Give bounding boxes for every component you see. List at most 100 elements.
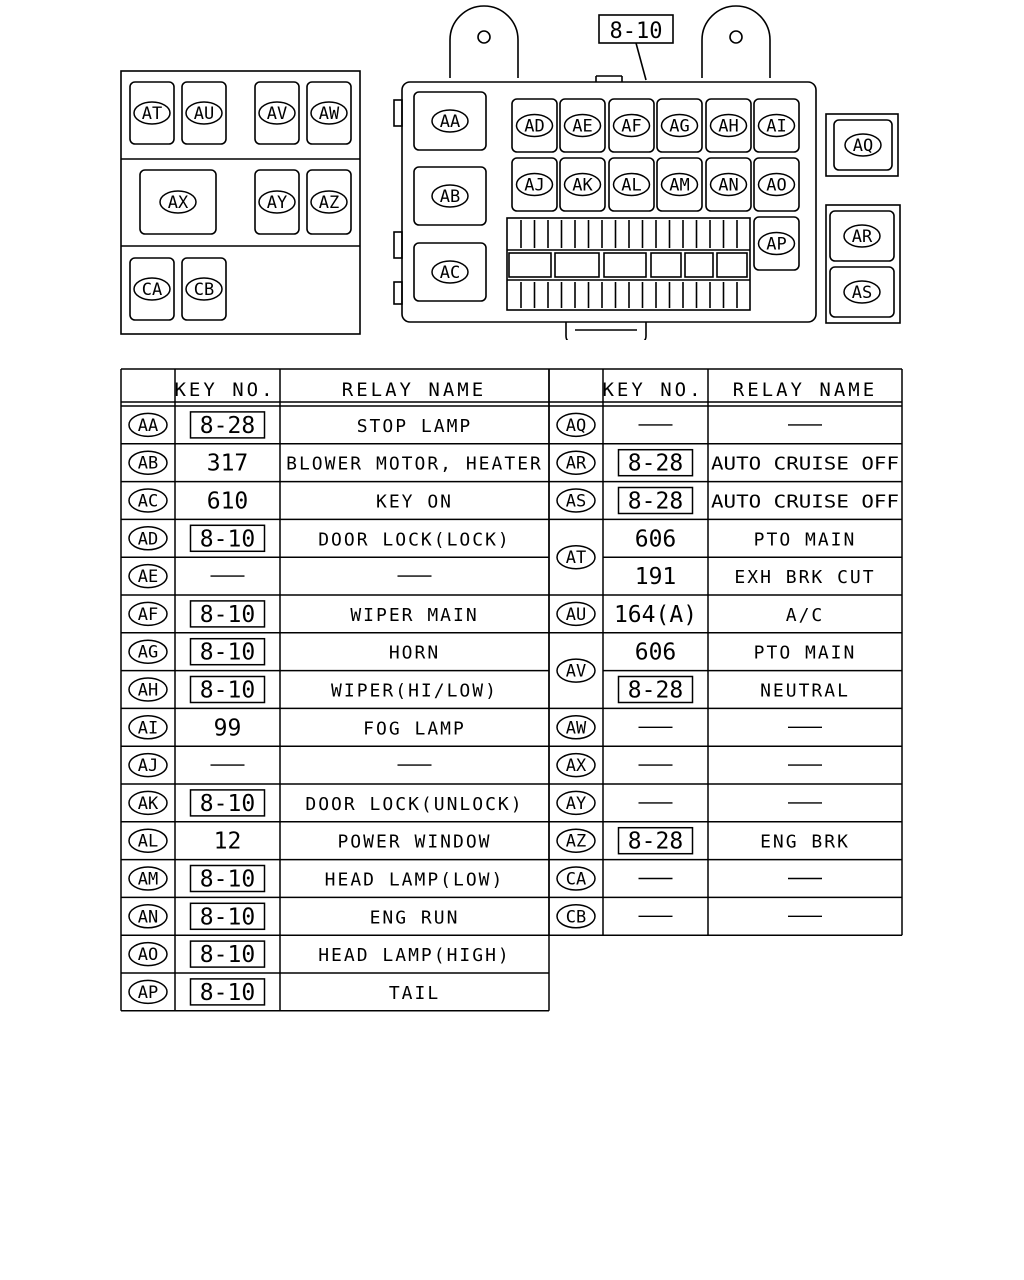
relay-module-label: AE	[572, 117, 592, 137]
key-no: 8-10	[200, 980, 255, 1006]
relay-code-badge	[556, 488, 596, 513]
relay-module-ay: AY	[254, 169, 300, 235]
relay-name: HORN	[389, 643, 440, 664]
key-no: 8-10	[200, 640, 255, 666]
relay-code-badge	[128, 904, 168, 929]
relay-code-badge	[128, 866, 168, 891]
relay-name: WIPER MAIN	[350, 605, 478, 626]
relay-module-label: AR	[852, 227, 873, 247]
relay-module-label: AQ	[853, 136, 873, 156]
relay-code-badge	[128, 941, 168, 967]
relay-code: AB	[138, 454, 158, 474]
relay-module-ag: AG	[656, 98, 703, 153]
relay-name: POWER WINDOW	[337, 832, 491, 853]
table-row-af: AF 8-10 WIPER MAIN	[128, 600, 478, 628]
left-relay-box	[120, 70, 361, 335]
relay-module-label: AW	[319, 104, 340, 124]
relay-module-label: AT	[142, 104, 162, 124]
relay-module-label: AC	[440, 263, 460, 283]
relay-module-label: AM	[669, 176, 689, 196]
relay-module-as: AS	[829, 266, 895, 318]
relay-module-label: CA	[142, 280, 162, 300]
relay-module-label: AX	[168, 193, 189, 213]
relay-code: AP	[138, 983, 158, 1003]
relay-code: AU	[566, 605, 586, 625]
relay-code-badge	[128, 790, 168, 816]
key-no-box	[189, 940, 266, 968]
key-no-box	[189, 600, 266, 628]
relay-code: AH	[138, 681, 158, 701]
relay-code: AK	[138, 794, 159, 814]
key-no: 606	[635, 526, 677, 552]
relay-code: AO	[138, 945, 158, 965]
relay-name: NEUTRAL	[760, 681, 850, 702]
key-no-box	[189, 978, 266, 1006]
relay-code-badge	[128, 450, 168, 475]
relay-name: DOOR LOCK(LOCK)	[318, 529, 511, 550]
key-no: 8-10	[200, 904, 255, 930]
key-no-box	[189, 789, 266, 817]
key-no: 8-10	[200, 678, 255, 704]
relay-module-cb: CB	[181, 257, 227, 321]
relay-code-badge	[128, 526, 168, 551]
key-no: 164(A)	[614, 602, 697, 628]
relay-code: AA	[138, 416, 158, 436]
relay-code: AQ	[566, 416, 586, 436]
mount-ear-right	[701, 5, 771, 78]
relay-code: AM	[138, 870, 158, 890]
key-no: 12	[214, 829, 242, 855]
relay-module-ad: AD	[511, 98, 558, 153]
relay-code: CB	[566, 907, 586, 927]
table-row-aq: AQ	[556, 412, 822, 438]
key-no-box	[617, 448, 694, 477]
relay-code-badge	[128, 412, 168, 438]
right-header-key-no: KEY NO.	[602, 379, 703, 401]
relay-module-label: AL	[621, 176, 641, 196]
relay-code-badge	[556, 601, 596, 627]
relay-module-ax: AX	[139, 169, 217, 235]
relay-code: AW	[566, 718, 587, 738]
relay-code-badge	[556, 544, 596, 570]
relay-module-aw: AW	[306, 81, 352, 145]
relay-module-ac: AC	[413, 242, 487, 302]
relay-name: FOG LAMP	[363, 718, 466, 739]
key-no-box	[189, 902, 266, 931]
relay-code-badge	[128, 601, 168, 627]
relay-name: KEY ON	[376, 492, 453, 513]
relay-name: AUTO CRUISE OFF	[711, 492, 899, 513]
relay-module-label: AI	[766, 117, 786, 137]
key-no-box	[189, 411, 266, 439]
relay-code-badge	[556, 715, 596, 740]
relay-module-label: AH	[718, 117, 738, 137]
relay-code-badge	[556, 828, 596, 853]
relay-module-aq: AQ	[833, 119, 893, 171]
key-no: 8-10	[200, 602, 255, 628]
key-no-box	[189, 637, 266, 666]
relay-name: HEAD LAMP(LOW)	[325, 870, 505, 891]
relay-code: AI	[138, 718, 158, 738]
relay-code-badge	[556, 752, 596, 778]
relay-module-aa: AA	[413, 91, 487, 151]
relay-code: AF	[138, 605, 158, 625]
mount-ear-left	[449, 5, 519, 78]
relay-code: AL	[138, 832, 158, 852]
relay-module-label: CB	[194, 280, 214, 300]
relay-code-badge	[556, 658, 596, 683]
key-no-box	[189, 524, 266, 553]
relay-module-au: AU	[181, 81, 227, 145]
relay-code-badge	[556, 790, 596, 816]
relay-module-label: AP	[766, 235, 786, 255]
relay-code-badge	[128, 752, 168, 778]
relay-code-badge	[128, 677, 168, 702]
relay-name: PTO MAIN	[754, 529, 857, 550]
main-relay-box	[401, 81, 817, 323]
relay-code-badge	[128, 639, 168, 664]
relay-module-label: AK	[572, 176, 593, 196]
relay-module-label: AV	[267, 104, 287, 124]
